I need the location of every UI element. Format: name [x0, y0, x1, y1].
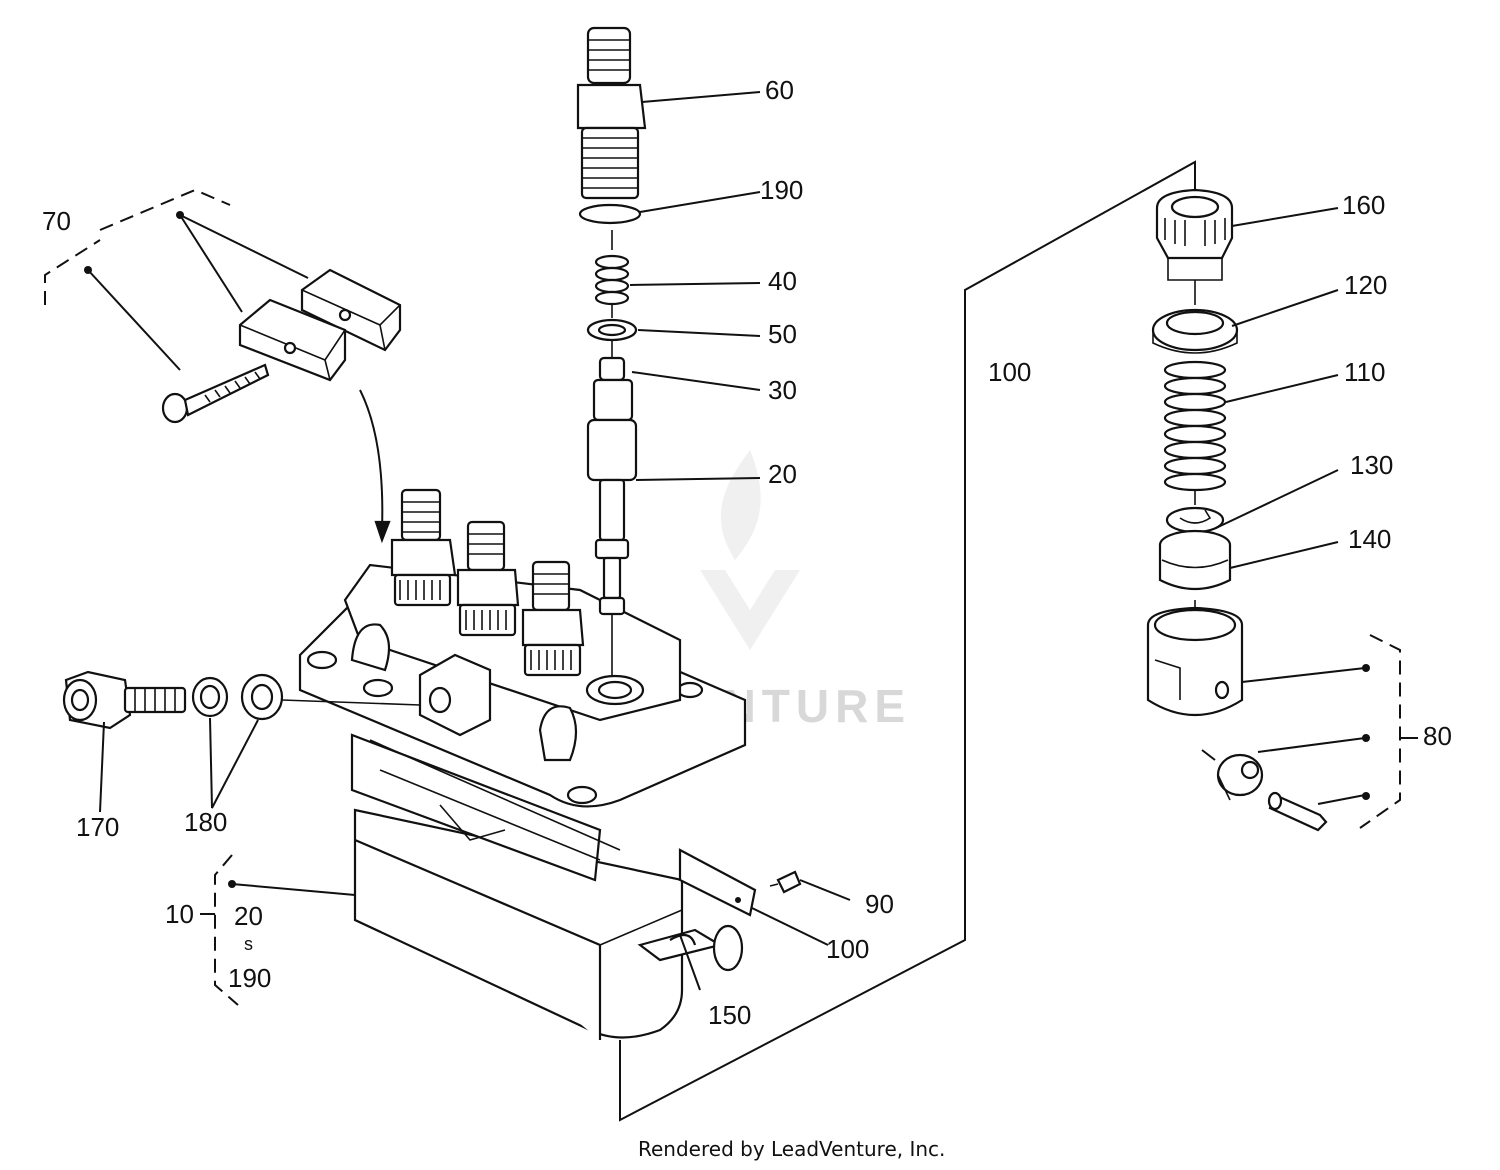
leader-130 — [1215, 469, 1339, 529]
collar-axis-line — [1201, 749, 1216, 761]
label-30: 30 — [768, 375, 797, 405]
spring-seat-120 — [1151, 308, 1239, 354]
label-190-range: 190 — [228, 963, 271, 993]
retainer-130 — [1165, 506, 1225, 534]
delivery-valve-30 — [592, 356, 634, 422]
leader-50 — [637, 329, 761, 337]
label-range-separator: s — [244, 934, 253, 954]
leader-30 — [631, 371, 761, 391]
leader-140 — [1229, 541, 1339, 569]
leader-20 — [635, 477, 761, 481]
washer-180a — [191, 676, 229, 718]
pump-body — [298, 563, 757, 1040]
leader-150 — [679, 934, 701, 991]
label-40: 40 — [768, 266, 797, 296]
leader-80b — [1257, 737, 1366, 753]
leader-10 — [231, 883, 356, 896]
washer-180b — [240, 673, 284, 721]
pinion-80 — [1146, 606, 1244, 716]
bracket-10 — [214, 854, 239, 1006]
label-50: 50 — [768, 319, 797, 349]
label-160: 160 — [1342, 190, 1385, 220]
leader-120 — [1231, 289, 1339, 327]
label-170: 170 — [76, 812, 119, 842]
leader-190 — [639, 191, 761, 213]
leader-dot-80b — [1362, 734, 1370, 742]
delivery-valve-holder-3 — [521, 560, 585, 677]
pin-80 — [1267, 791, 1328, 832]
sleeve-140 — [1158, 529, 1232, 590]
label-20-top: 20 — [768, 459, 797, 489]
delivery-valve-holder-exploded — [576, 26, 647, 200]
leader-dot-10 — [228, 880, 236, 888]
label-100-lower: 100 — [826, 934, 869, 964]
leader-dot-80c — [1362, 792, 1370, 800]
leader-70c — [87, 269, 181, 371]
leader-160 — [1231, 207, 1339, 227]
label-90: 90 — [865, 889, 894, 919]
leader-60 — [641, 91, 761, 103]
bracket-70 — [44, 188, 231, 305]
leader-110 — [1225, 374, 1339, 403]
delivery-valve-holder-1 — [390, 488, 457, 607]
collar-80 — [1216, 753, 1264, 801]
banjo-bolt-170 — [62, 670, 187, 730]
banjo-axis-line — [281, 699, 421, 706]
label-150: 150 — [708, 1000, 751, 1030]
leader-80c — [1317, 794, 1366, 805]
label-140: 140 — [1348, 524, 1391, 554]
label-130: 130 — [1350, 450, 1393, 480]
label-190-top: 190 — [760, 175, 803, 205]
label-10: 10 — [165, 899, 194, 929]
clamp-block-lower — [238, 298, 352, 382]
leader-dot-70b — [84, 266, 92, 274]
leader-170 — [99, 721, 105, 813]
assembly-arrow — [359, 389, 384, 531]
o-ring-190 — [578, 203, 642, 225]
screw-90 — [769, 870, 802, 894]
label-80: 80 — [1423, 721, 1452, 751]
spring-110 — [1163, 360, 1227, 492]
cap-160 — [1155, 188, 1234, 281]
leader-dot-80a — [1362, 664, 1370, 672]
leader-70a — [179, 214, 243, 313]
leader-180 — [209, 717, 259, 809]
leader-80a — [1241, 667, 1366, 683]
assembly-arrow-head — [374, 520, 391, 544]
spring-40 — [594, 254, 630, 306]
label-110: 110 — [1344, 357, 1385, 387]
leader-dot-70 — [176, 211, 184, 219]
footer-credit: Rendered by LeadVenture, Inc. — [638, 1137, 945, 1161]
label-180: 180 — [184, 807, 227, 837]
label-100-center: 100 — [988, 357, 1031, 387]
leader-100-lower — [751, 907, 829, 946]
label-120: 120 — [1344, 270, 1387, 300]
gasket-50 — [586, 318, 638, 342]
clamp-screw — [161, 363, 270, 424]
assembly-100-frame — [619, 160, 1196, 1122]
leader-70b — [179, 214, 309, 279]
plunger-20 — [586, 418, 638, 616]
label-70: 70 — [42, 206, 71, 236]
leader-90 — [799, 879, 851, 901]
clamp-block-upper — [300, 268, 402, 352]
label-20-range: 20 — [234, 901, 263, 931]
bracket-80 — [1359, 634, 1401, 829]
leader-40 — [629, 282, 761, 286]
delivery-valve-holder-2 — [456, 520, 520, 637]
label-60: 60 — [765, 75, 794, 105]
